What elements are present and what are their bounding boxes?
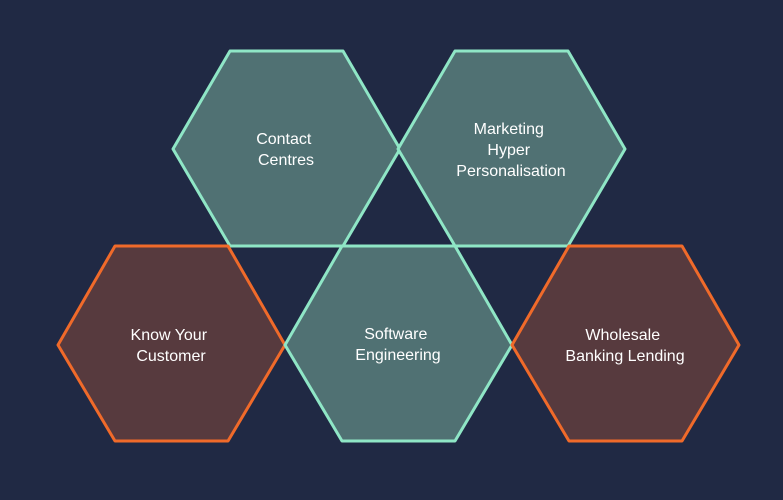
hexagon-label-line: Hyper: [487, 142, 530, 159]
hexagon-label-line: Engineering: [355, 347, 440, 364]
hexagon-label: Contact Centres: [256, 131, 316, 169]
hexagon-label-line: Know Your: [131, 327, 208, 344]
hexagon-marketing-hyper-personalisation: Marketing Hyper Personalisation: [396, 49, 627, 248]
hexagon-shape: [510, 244, 741, 443]
hexagon-label-line: Marketing: [474, 121, 544, 138]
hexagon-label-line: Customer: [136, 348, 206, 365]
hexagon-label: Know Your Customer: [131, 327, 212, 365]
hexagon-wholesale-banking-lending: Wholesale Banking Lending: [510, 244, 741, 443]
hexagon-know-your-customer: Know Your Customer: [56, 244, 287, 443]
hexagon-contact-centres: Contact Centres: [171, 49, 402, 248]
hexagon-label: Marketing Hyper Personalisation: [456, 121, 565, 180]
hexagon-label-line: Centres: [258, 152, 314, 169]
hexagon-label-line: Banking Lending: [565, 348, 684, 365]
hexagon-shape: [171, 49, 402, 248]
hexagon-label-line: Software: [364, 326, 427, 343]
hexagon-label: Wholesale Banking Lending: [565, 327, 684, 365]
hexagon-label-line: Wholesale: [585, 327, 660, 344]
hexagon-shape: [283, 244, 514, 443]
hexagon-label-line: Personalisation: [456, 163, 565, 180]
hexagon-label-line: Contact: [256, 131, 312, 148]
hexagon-label: Software Engineering: [355, 326, 440, 364]
hexagon-software-engineering: Software Engineering: [283, 244, 514, 443]
